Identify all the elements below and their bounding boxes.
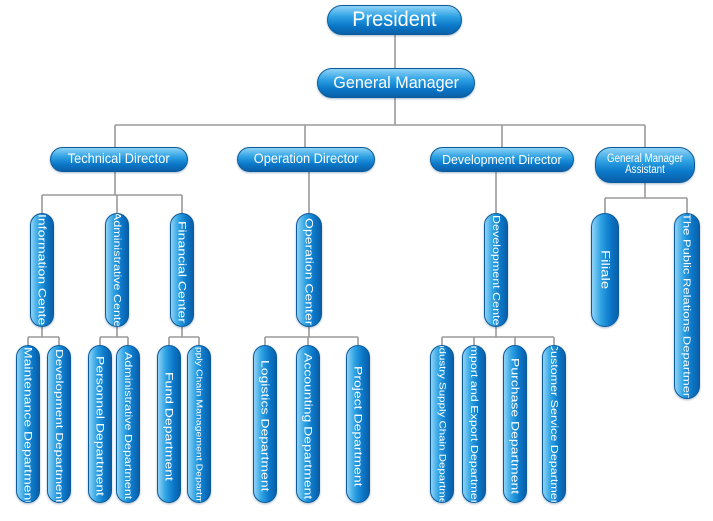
general-manager-label: General Manager xyxy=(333,73,459,93)
information-center-label: Information Center xyxy=(36,214,49,327)
administrative-center-label: Administrative Center xyxy=(111,213,123,327)
customer-service-department-node[interactable]: Customer Service Department xyxy=(542,345,566,503)
administrative-center-node[interactable]: Administrative Center xyxy=(105,213,129,327)
administrative-department-node[interactable]: Administrative Department xyxy=(116,345,140,503)
logistics-department-node[interactable]: Logistics Department xyxy=(253,345,277,503)
president-node[interactable]: President xyxy=(327,5,462,35)
personnel-department-label: Personnel Department xyxy=(94,355,107,497)
operation-director-node[interactable]: Operation Director xyxy=(237,147,375,172)
fund-department-node[interactable]: Fund Department xyxy=(157,345,181,503)
operation-center-node[interactable]: Operation Center xyxy=(296,213,322,327)
public-relations-label: The Public Relations Department xyxy=(681,213,694,399)
personnel-department-node[interactable]: Personnel Department xyxy=(88,345,112,503)
president-label: President xyxy=(352,7,437,31)
gm-assistant-node[interactable]: General Manager Assistant xyxy=(595,147,695,183)
purchase-department-node[interactable]: Purchase Department xyxy=(503,345,527,503)
development-director-node[interactable]: Development Director xyxy=(430,147,574,172)
project-department-label: Project Department xyxy=(352,365,365,487)
fund-department-label: Fund Department xyxy=(163,371,176,481)
supply-chain-management-department-node[interactable]: Supply Chain Management Department xyxy=(187,345,211,503)
customer-service-department-label: Customer Service Department xyxy=(548,345,560,503)
technical-director-node[interactable]: Technical Director xyxy=(50,147,188,172)
maintenance-department-label: Maintenance Department xyxy=(22,347,35,503)
gm-assistant-label: General Manager Assistant xyxy=(606,152,684,176)
development-department-node[interactable]: Development Department xyxy=(47,345,71,503)
technical-director-label: Technical Director xyxy=(68,151,170,167)
purchase-department-label: Purchase Department xyxy=(509,357,522,495)
filiale-label: Filiale xyxy=(598,250,612,290)
operation-center-label: Operation Center xyxy=(303,218,316,326)
logistics-department-label: Logistics Department xyxy=(259,360,272,492)
development-center-node[interactable]: Development Center xyxy=(484,213,508,327)
import-export-department-node[interactable]: Import and Export Department xyxy=(462,345,486,503)
industry-supply-chain-department-label: Industry Supply Chain Department xyxy=(437,345,447,503)
information-center-node[interactable]: Information Center xyxy=(30,213,54,327)
import-export-department-label: Import and Export Department xyxy=(468,345,480,503)
financial-center-node[interactable]: Financial Center xyxy=(170,213,194,327)
development-center-label: Development Center xyxy=(490,214,502,327)
accounting-department-label: Accounting Department xyxy=(302,352,315,500)
maintenance-department-node[interactable]: Maintenance Department xyxy=(16,345,40,503)
project-department-node[interactable]: Project Department xyxy=(346,345,370,503)
filiale-node[interactable]: Filiale xyxy=(591,213,619,327)
general-manager-node[interactable]: General Manager xyxy=(317,68,475,98)
development-department-label: Development Department xyxy=(53,349,66,503)
financial-center-label: Financial Center xyxy=(176,221,189,323)
accounting-department-node[interactable]: Accounting Department xyxy=(296,345,320,503)
operation-director-label: Operation Director xyxy=(253,151,359,167)
development-director-label: Development Director xyxy=(442,151,562,167)
administrative-department-label: Administrative Department xyxy=(122,352,134,500)
supply-chain-management-department-label: Supply Chain Management Department xyxy=(194,345,205,503)
industry-supply-chain-department-node[interactable]: Industry Supply Chain Department xyxy=(430,345,454,503)
public-relations-node[interactable]: The Public Relations Department xyxy=(674,213,700,399)
